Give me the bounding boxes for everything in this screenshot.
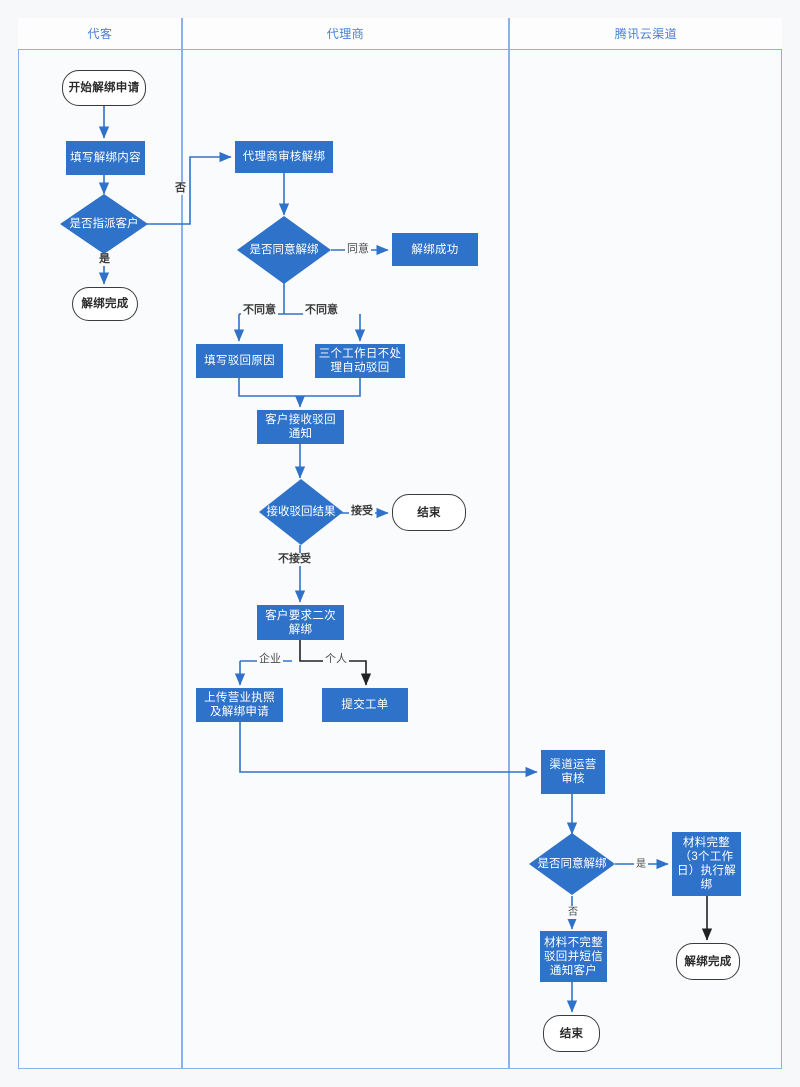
edge-label-agree: 同意 — [345, 243, 371, 256]
edge-label-no-agree2: 否 — [566, 906, 580, 919]
edge-label-individual: 个人 — [323, 653, 349, 666]
node-fill-reject-reason[interactable]: 填写驳回原因 — [196, 344, 283, 378]
node-end-agent[interactable]: 结束 — [392, 494, 466, 531]
node-customer-receive-reject[interactable]: 客户接收驳回通知 — [257, 410, 344, 444]
node-label: 是否指派客户 — [69, 218, 139, 230]
lane-title-agent: 代理商 — [326, 27, 365, 41]
node-receive-reject-result[interactable]: 接收驳回结果 — [259, 479, 343, 545]
node-agent-review-unbind[interactable]: 代理商审核解绑 — [235, 141, 333, 173]
node-unbind-done-lane1[interactable]: 解绑完成 — [72, 287, 138, 321]
edge-label-no-assign: 否 — [173, 182, 188, 195]
swimlane-frame — [18, 18, 782, 1069]
node-submit-ticket[interactable]: 提交工单 — [322, 688, 408, 722]
node-is-assigned-customer[interactable]: 是否指派客户 — [60, 194, 148, 254]
node-label: 是否同意解绑 — [249, 244, 319, 256]
node-label: 接收驳回结果 — [266, 506, 336, 518]
edge-label-accept: 接受 — [349, 505, 375, 518]
node-material-incomplete-reject[interactable]: 材料不完整驳回并短信通知客户 — [540, 931, 607, 982]
node-agree-unbind-question[interactable]: 是否同意解绑 — [237, 216, 331, 284]
edge-label-disagree-right: 不同意 — [303, 304, 340, 317]
lane-title-customer: 代客 — [87, 27, 113, 41]
edge-label-disagree-left: 不同意 — [241, 304, 278, 317]
node-unbind-success[interactable]: 解绑成功 — [392, 233, 478, 266]
node-upload-license[interactable]: 上传营业执照及解绑申请 — [196, 688, 283, 722]
node-material-complete-exec[interactable]: 材料完整（3个工作日）执行解绑 — [672, 832, 741, 896]
lane-title-tencent: 腾讯云渠道 — [614, 27, 678, 41]
node-unbind-done-lane3[interactable]: 解绑完成 — [676, 943, 740, 980]
node-start-unbind-request[interactable]: 开始解绑申请 — [62, 70, 146, 106]
node-end-tencent[interactable]: 结束 — [543, 1015, 600, 1052]
lane-divider-2 — [508, 18, 510, 1069]
node-fill-unbind-content[interactable]: 填写解绑内容 — [66, 141, 145, 175]
node-channel-ops-review[interactable]: 渠道运营审核 — [541, 750, 605, 794]
edge-label-enterprise: 企业 — [257, 653, 283, 666]
node-customer-second-unbind[interactable]: 客户要求二次解绑 — [257, 605, 344, 640]
node-agree-unbind-question-2[interactable]: 是否同意解绑 — [529, 833, 615, 895]
node-three-day-auto-reject[interactable]: 三个工作日不处理自动驳回 — [315, 344, 405, 378]
edge-label-yes-assign: 是 — [97, 253, 112, 266]
edge-label-yes-agree2: 是 — [634, 858, 648, 871]
lane-divider-1 — [181, 18, 183, 1069]
node-label: 是否同意解绑 — [537, 858, 607, 870]
swimlane-header-row — [18, 18, 782, 50]
edge-label-not-accept: 不接受 — [276, 553, 313, 566]
